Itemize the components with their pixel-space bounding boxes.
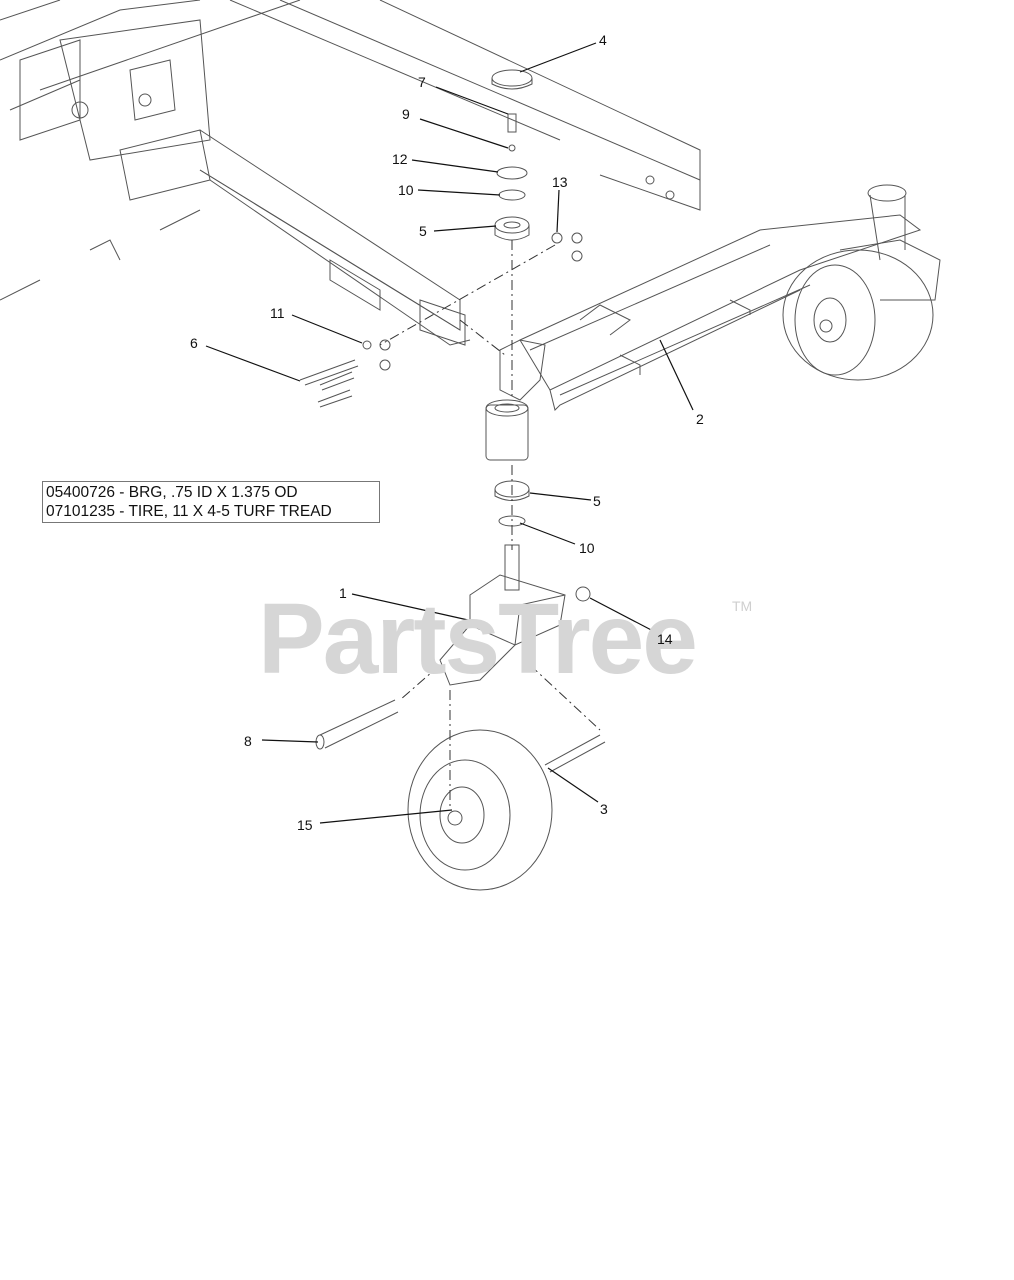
alignment-lines [379, 240, 601, 810]
callout-15[interactable]: 15 [297, 817, 313, 833]
callout-5-lower[interactable]: 5 [593, 493, 601, 509]
callout-9[interactable]: 9 [402, 106, 410, 122]
callout-12[interactable]: 12 [392, 151, 408, 167]
callout-11[interactable]: 11 [270, 305, 285, 321]
hardware-stack [299, 69, 583, 527]
callout-1[interactable]: 1 [339, 585, 347, 601]
front-axle-assembly [485, 184, 941, 461]
callout-5-upper[interactable]: 5 [419, 223, 427, 239]
callout-6[interactable]: 6 [190, 335, 198, 351]
callout-7[interactable]: 7 [418, 74, 426, 90]
mower-chassis-frame [0, 0, 701, 346]
callout-3[interactable]: 3 [600, 801, 608, 817]
leader-lines [205, 42, 694, 824]
callout-4[interactable]: 4 [599, 32, 607, 48]
callout-14[interactable]: 14 [657, 631, 673, 647]
part-notes-box: 05400726 - BRG, .75 ID X 1.375 OD 071012… [42, 481, 380, 523]
callout-8[interactable]: 8 [244, 733, 252, 749]
trademark-symbol: TM [732, 598, 753, 614]
callout-2[interactable]: 2 [696, 411, 704, 427]
callout-10-lower[interactable]: 10 [579, 540, 595, 556]
callout-10-upper[interactable]: 10 [398, 182, 414, 198]
callout-13[interactable]: 13 [552, 174, 568, 190]
legend-line-bearing: 05400726 - BRG, .75 ID X 1.375 OD [46, 484, 298, 501]
legend-line-tire: 07101235 - TIRE, 11 X 4-5 TURF TREAD [46, 503, 332, 520]
caster-fork-and-wheel [315, 544, 606, 891]
